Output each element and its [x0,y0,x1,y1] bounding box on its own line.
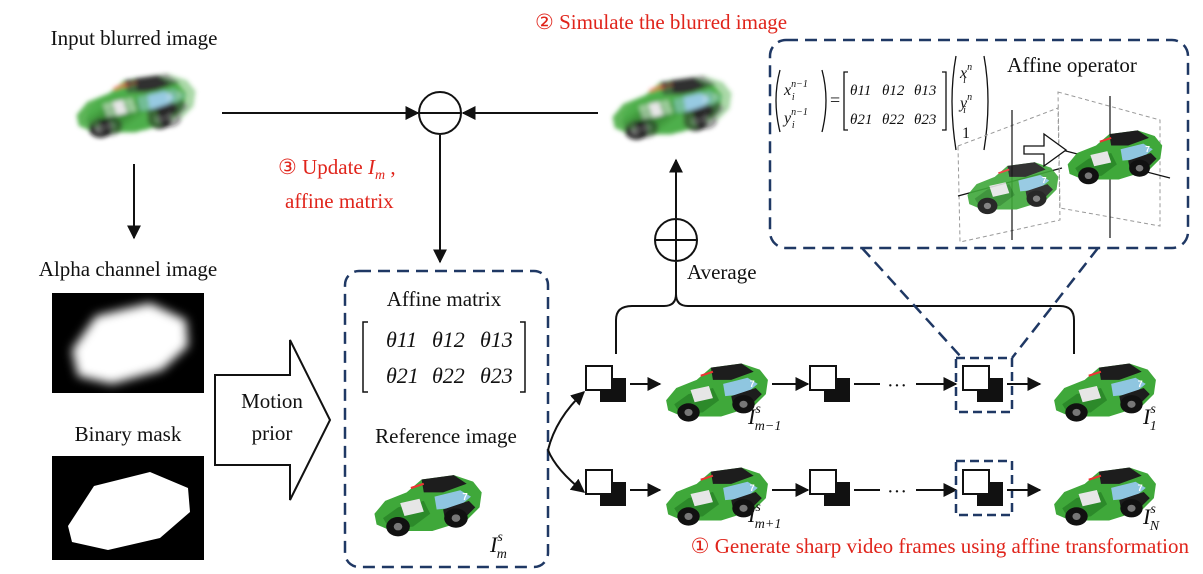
affine-operator-panel [768,38,1190,250]
svg-text:θ23: θ23 [914,112,936,128]
reference-car-image [373,473,483,538]
affine-operator-label: Affine operator [1007,53,1137,77]
svg-text:1: 1 [962,125,970,142]
car-frame-N [1052,466,1158,527]
transform-block-lower-2 [809,469,851,507]
matrix-theta23: θ23 [480,363,513,388]
car-frame-1 [1052,362,1158,423]
matrix-theta11: θ11 [386,327,417,352]
alpha-channel-label: Alpha channel image [39,257,217,281]
arrow-ref-to-upper [547,391,586,451]
binary-mask-image [52,456,204,560]
svg-text:θ13: θ13 [914,83,936,99]
input-blurred-car-image [75,72,197,140]
matrix-theta13: θ13 [480,327,513,352]
matrix-theta21: θ21 [386,363,419,388]
step3-line2-label: affine matrix [285,189,394,213]
callout-line-right [1011,247,1099,359]
transform-block-lower-1 [585,469,627,507]
transform-block-upper-2 [809,365,851,403]
reference-panel [343,269,550,569]
transform-block-upper-1 [585,365,627,403]
svg-text:θ12: θ12 [882,83,905,99]
svg-text:θ21: θ21 [850,112,872,128]
ellipsis-upper: ··· [887,375,907,397]
matrix-theta12: θ12 [432,327,465,352]
svg-text:θ11: θ11 [850,83,871,99]
affine-matrix-label: Affine matrix [387,287,502,311]
simulated-blurred-car-image [611,74,733,142]
highlight-box-upper [954,356,1014,414]
svg-text:=: = [830,90,840,110]
motion-prior-arrow [214,339,332,501]
step1-label: ① Generate sharp video frames using affi… [691,534,1190,558]
transform-block-upper-3 [962,365,1004,403]
svg-text:θ22: θ22 [882,112,905,128]
average-brace [615,293,1075,354]
highlight-box-lower [954,459,1014,517]
matrix-theta22: θ22 [432,363,465,388]
affine-transform-illustration [957,91,1171,243]
motion-label: Motion [241,389,303,413]
subtract-node [418,91,462,135]
add-node [654,218,698,262]
svg-text:xn−1i: xn−1i [783,79,808,103]
arrow-ref-to-lower [547,449,586,493]
prior-label: prior [252,421,293,445]
alpha-channel-image [52,293,204,393]
binary-mask-label: Binary mask [75,422,182,446]
transform-block-lower-3 [962,469,1004,507]
svg-text:xni: xni [959,62,972,86]
step2-label: ② Simulate the blurred image [535,10,787,34]
svg-text:yni: yni [958,92,972,116]
reference-image-label: Reference image [375,424,517,448]
average-label: Average [687,260,757,284]
svg-text:yn−1i: yn−1i [782,107,808,131]
ellipsis-lower: ··· [887,481,907,503]
callout-line-left [861,247,963,359]
step3-label: ③ Update Im , [278,155,396,183]
input-blurred-label: Input blurred image [51,26,218,50]
affine-matrix: θ11 θ12 θ13 θ21 θ22 θ23 [362,321,526,393]
